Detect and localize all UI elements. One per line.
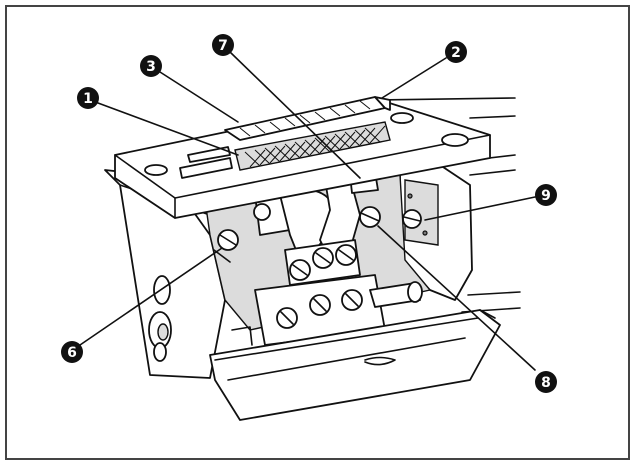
housing-hole-1 [153, 275, 171, 305]
plate-hole-left [144, 164, 168, 176]
housing-hole-3 [153, 342, 167, 362]
plate-right-end [374, 96, 391, 111]
callout-marker-1: 1 [77, 87, 99, 109]
callout-marker-8: 8 [535, 371, 557, 393]
leader-8 [377, 225, 536, 371]
leader-9 [424, 196, 536, 221]
front-cover [209, 309, 501, 421]
callout-label-1: 1 [83, 91, 93, 107]
leader-3 [159, 71, 239, 123]
callout-marker-6: 6 [61, 341, 83, 363]
right-housing [399, 159, 473, 301]
plate-hole-top [390, 112, 414, 124]
leader-6 [79, 247, 223, 346]
callout-marker-3: 3 [140, 55, 162, 77]
screw-block-upper [284, 239, 361, 286]
figure-frame [5, 5, 630, 460]
leader-1 [97, 102, 239, 156]
callout-label-2: 2 [451, 45, 461, 61]
leader-lines [79, 51, 536, 371]
callout-label-7: 7 [218, 38, 228, 54]
callout-marker-7: 7 [212, 34, 234, 56]
throat-plate [114, 96, 491, 219]
callout-marker-9: 9 [535, 184, 557, 206]
callout-label-9: 9 [541, 188, 551, 204]
callout-label-3: 3 [146, 59, 156, 75]
callout-marker-2: 2 [445, 41, 467, 63]
callout-label-6: 6 [67, 345, 77, 361]
callout-label-8: 8 [541, 375, 551, 391]
screw-block-lower [254, 274, 423, 346]
plate-hole-right [441, 133, 469, 147]
leader-7 [229, 51, 361, 179]
leader-2 [381, 57, 447, 99]
